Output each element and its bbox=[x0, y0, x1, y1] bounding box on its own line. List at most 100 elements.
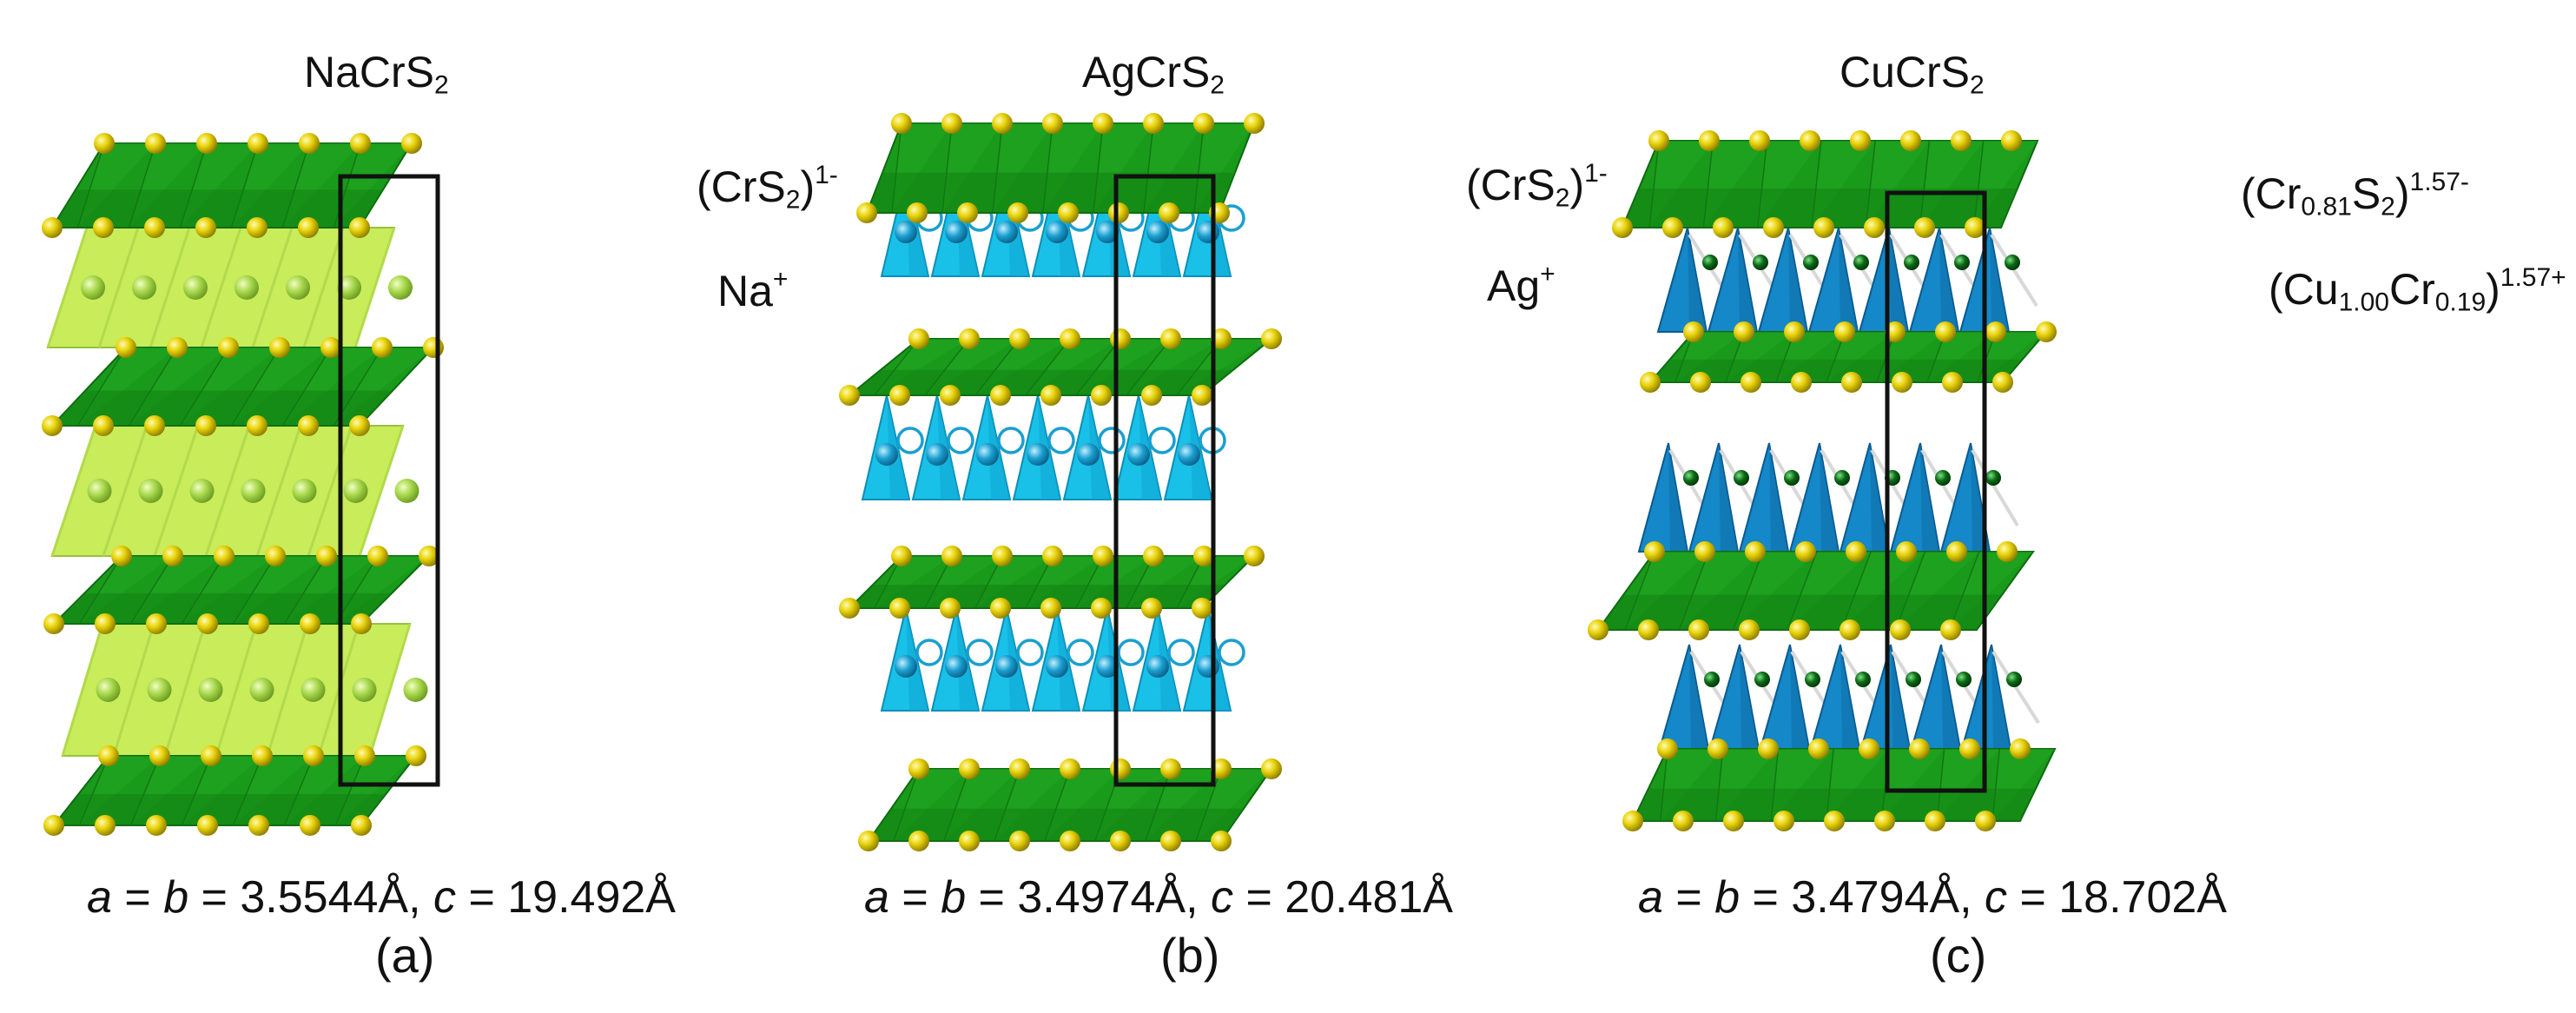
sulfur-atom bbox=[1093, 546, 1113, 566]
sulfur-atom bbox=[95, 613, 116, 634]
sulfur-atom bbox=[1261, 758, 1282, 779]
ag-tetrahedron-shade bbox=[937, 395, 960, 500]
sulfur-atom bbox=[1745, 541, 1766, 562]
sulfur-atom bbox=[1690, 372, 1711, 393]
panel-b-structure bbox=[839, 113, 1282, 851]
facet-edge bbox=[1811, 140, 1822, 228]
facet-edge bbox=[1919, 140, 1931, 228]
sulfur-atom bbox=[1951, 130, 1972, 151]
sulfur-atom bbox=[300, 613, 320, 634]
sulfur-atom bbox=[1007, 202, 1028, 223]
sulfur-atom bbox=[196, 133, 217, 154]
sulfur-atom bbox=[1723, 811, 1744, 831]
sulfur-atom bbox=[1834, 321, 1855, 342]
octahedron-facet bbox=[282, 348, 382, 426]
sulfur-atom bbox=[252, 745, 273, 766]
sulfur-atom bbox=[1683, 321, 1704, 342]
vacancy-site bbox=[997, 427, 1025, 454]
cr-interlayer-atom bbox=[1683, 470, 1699, 486]
sulfur-atom bbox=[1110, 328, 1131, 349]
vacancy-site bbox=[966, 639, 994, 666]
sulfur-atom bbox=[941, 546, 962, 566]
unit-cell-box bbox=[1885, 190, 1987, 793]
cu-tetrahedron-shade bbox=[1840, 645, 1859, 749]
octahedron-facet bbox=[334, 143, 412, 228]
facet-edge bbox=[1936, 748, 1945, 822]
ag-atom bbox=[1146, 221, 1169, 243]
octahedron-facet bbox=[1776, 332, 1845, 382]
octahedron-facet bbox=[334, 348, 433, 426]
sulfur-atom bbox=[1713, 217, 1734, 238]
cr-interlayer-atom bbox=[1904, 255, 1919, 270]
na-atom bbox=[198, 678, 223, 702]
cu-tetrahedron-shade bbox=[1991, 645, 2011, 749]
ag-atom bbox=[995, 655, 1018, 678]
cr-interlayer-atom bbox=[1805, 672, 1820, 687]
facet-edge bbox=[1660, 748, 1668, 822]
sulfur-atom bbox=[43, 613, 64, 634]
na-atom bbox=[343, 479, 368, 503]
sulfur-atom bbox=[1749, 130, 1770, 151]
sulfur-atom bbox=[889, 598, 910, 619]
na-atom bbox=[249, 678, 274, 702]
sulfur-atom bbox=[1800, 130, 1820, 151]
panel-a-lattice-params: a = b = 3.5544Å, c = 19.492Å bbox=[87, 872, 676, 923]
panel-a-layer-label: (CrS2)1- bbox=[697, 161, 838, 215]
unit-cell-box bbox=[1113, 174, 1216, 787]
sulfur-atom bbox=[1160, 831, 1181, 851]
ag-atom bbox=[1077, 443, 1100, 466]
ag-atom bbox=[1127, 443, 1150, 466]
sulfur-atom bbox=[300, 815, 320, 836]
octahedron-facet bbox=[180, 143, 258, 228]
facet-edge bbox=[1826, 748, 1834, 822]
sulfur-atom bbox=[1058, 202, 1079, 223]
sulfur-atom bbox=[1261, 328, 1282, 349]
sulfur-atom bbox=[908, 328, 929, 349]
ag-atom bbox=[895, 655, 917, 678]
na-bond bbox=[149, 227, 191, 348]
sulfur-atom bbox=[1925, 811, 1945, 831]
sulfur-atom bbox=[992, 113, 1013, 134]
sulfur-atom bbox=[1091, 385, 1112, 406]
vacancy-site bbox=[1167, 639, 1195, 666]
na-atom bbox=[241, 479, 266, 503]
sulfur-atom bbox=[959, 831, 980, 851]
sulfur-atom bbox=[93, 217, 114, 238]
octahedron-facet bbox=[231, 143, 309, 228]
sulfur-atom bbox=[1244, 546, 1265, 566]
ag-tetrahedron-shade bbox=[1007, 608, 1029, 711]
facet-edge bbox=[1894, 551, 1926, 631]
octahedron-facet bbox=[1771, 749, 1834, 821]
sulfur-atom bbox=[401, 133, 422, 154]
sulfur-atom bbox=[1914, 217, 1935, 238]
octahedron-facet bbox=[1026, 339, 1120, 395]
na-bond bbox=[153, 425, 200, 557]
panel-a-structure bbox=[42, 133, 444, 836]
cu-tetrahedron-shade bbox=[1740, 645, 1759, 749]
sulfur-atom bbox=[149, 745, 170, 766]
octahedron-facet bbox=[335, 556, 429, 624]
cu-tetrahedron-shade bbox=[1738, 228, 1757, 332]
na-atom bbox=[189, 479, 215, 503]
sulfur-atom bbox=[1141, 598, 1162, 619]
octahedron-facet bbox=[79, 556, 173, 624]
sulfur-atom bbox=[959, 758, 980, 779]
cu-tetrahedron-shade bbox=[1788, 228, 1807, 332]
ag-atom bbox=[995, 221, 1018, 243]
sulfur-atom bbox=[858, 831, 879, 851]
sulfur-atom bbox=[1042, 546, 1063, 566]
na-atom bbox=[286, 275, 310, 300]
panel-a-title: NaCrS2 bbox=[304, 48, 449, 100]
octahedron-facet bbox=[1026, 556, 1103, 608]
facet-edge bbox=[1787, 551, 1818, 631]
sulfur-atom bbox=[419, 546, 439, 566]
sulfur-atom bbox=[1900, 130, 1921, 151]
sulfur-atom bbox=[856, 202, 877, 223]
na-bond bbox=[266, 623, 309, 757]
octahedron-facet bbox=[1757, 141, 1821, 228]
octahedron-facet bbox=[993, 123, 1053, 213]
sulfur-atom bbox=[940, 598, 961, 619]
na-bond bbox=[112, 623, 155, 757]
panel-c-layer-label: (Cr0.81S2)1.57- bbox=[2241, 168, 2469, 222]
